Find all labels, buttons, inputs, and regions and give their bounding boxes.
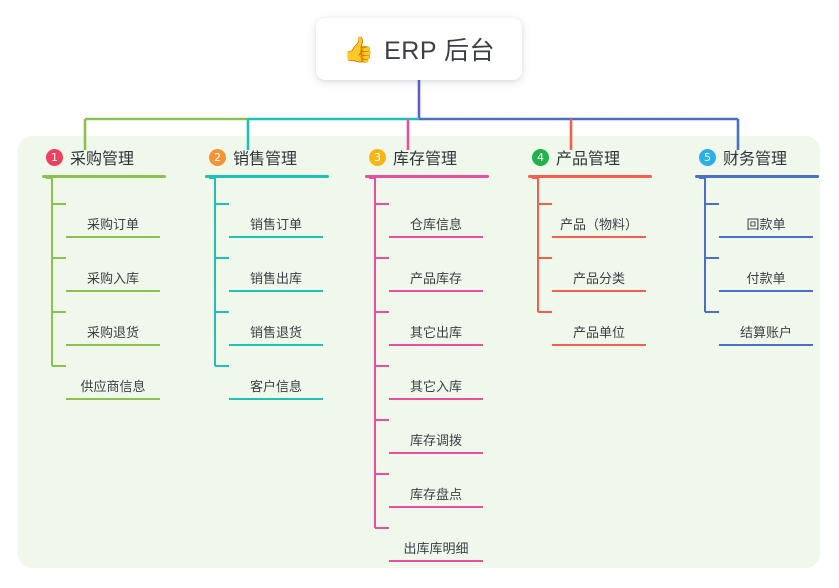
leaf-underline — [229, 398, 323, 400]
branch-title: 采购管理 — [70, 151, 135, 168]
leaf-underline — [229, 290, 323, 292]
leaf-item[interactable]: 其它出库 — [389, 304, 483, 346]
leaf-item[interactable]: 销售订单 — [229, 196, 323, 238]
leaf-underline — [719, 344, 813, 346]
leaf-underline — [66, 290, 160, 292]
leaf-item[interactable]: 产品（物料） — [552, 196, 646, 238]
branch-title: 库存管理 — [393, 151, 458, 168]
branch-header-5[interactable]: 5 财务管理 — [695, 144, 839, 170]
leaf-list: 销售订单销售出库销售退货客户信息 — [205, 178, 365, 400]
leaf-label: 其它出库 — [409, 325, 462, 340]
leaf-item[interactable]: 出库库明细 — [389, 520, 483, 562]
leaf-item[interactable]: 销售退货 — [229, 304, 323, 346]
leaf-label: 其它入库 — [409, 379, 462, 394]
leaf-item[interactable]: 仓库信息 — [389, 196, 483, 238]
leaf-label: 客户信息 — [249, 379, 302, 394]
branch-header-3[interactable]: 3 库存管理 — [365, 144, 525, 170]
branch-number-badge: 4 — [532, 148, 549, 166]
leaf-underline — [389, 560, 483, 562]
branch-title: 财务管理 — [723, 151, 788, 168]
leaf-underline — [389, 506, 483, 508]
leaf-item[interactable]: 其它入库 — [389, 358, 483, 400]
leaf-label: 销售退货 — [249, 325, 302, 340]
branch-number-badge: 1 — [46, 148, 63, 166]
leaf-item[interactable]: 采购退货 — [66, 304, 160, 346]
leaf-label: 供应商信息 — [80, 379, 146, 394]
branch-header-2[interactable]: 2 销售管理 — [205, 144, 365, 170]
leaf-label: 采购退货 — [86, 325, 139, 340]
branch-underline — [205, 175, 329, 178]
leaf-label: 仓库信息 — [409, 217, 462, 232]
leaf-list: 仓库信息产品库存其它出库其它入库库存调拨库存盘点出库库明细 — [365, 178, 525, 562]
branch-number-badge: 3 — [369, 148, 386, 166]
thumbs-up-icon: 👍 — [342, 34, 375, 64]
branch-header-1[interactable]: 1 采购管理 — [42, 144, 202, 170]
leaf-label: 产品单位 — [572, 325, 625, 340]
leaf-underline — [389, 452, 483, 454]
branch-column-3: 3 库存管理仓库信息产品库存其它出库其它入库库存调拨库存盘点出库库明细 — [365, 144, 525, 562]
leaf-item[interactable]: 销售出库 — [229, 250, 323, 292]
leaf-item[interactable]: 供应商信息 — [66, 358, 160, 400]
leaf-underline — [719, 290, 813, 292]
leaf-underline — [389, 344, 483, 346]
leaf-underline — [229, 344, 323, 346]
leaf-label: 付款单 — [746, 271, 786, 286]
leaf-underline — [66, 344, 160, 346]
leaf-underline — [389, 236, 483, 238]
leaf-label: 库存盘点 — [409, 487, 462, 502]
branch-number-badge: 5 — [699, 148, 716, 166]
branch-title: 产品管理 — [556, 151, 621, 168]
branch-underline — [695, 175, 819, 178]
leaf-label: 产品库存 — [409, 271, 462, 286]
branch-header-4[interactable]: 4 产品管理 — [528, 144, 688, 170]
leaf-underline — [66, 236, 160, 238]
branch-column-4: 4 产品管理产品（物料） 产品分类产品单位 — [528, 144, 688, 346]
leaf-item[interactable]: 产品单位 — [552, 304, 646, 346]
leaf-underline — [552, 236, 646, 238]
leaf-underline — [389, 290, 483, 292]
leaf-item[interactable]: 结算账户 — [719, 304, 813, 346]
branch-underline — [365, 175, 489, 178]
leaf-label: 产品（物料） — [559, 217, 638, 232]
branch-column-2: 2 销售管理销售订单销售出库销售退货客户信息 — [205, 144, 365, 400]
leaf-list: 产品（物料） 产品分类产品单位 — [528, 178, 688, 346]
branch-underline — [42, 175, 166, 178]
leaf-label: 库存调拨 — [409, 433, 462, 448]
diagram-panel — [18, 136, 820, 568]
leaf-item[interactable]: 采购订单 — [66, 196, 160, 238]
leaf-item[interactable]: 回款单 — [719, 196, 813, 238]
branch-title: 销售管理 — [233, 151, 298, 168]
branch-number-badge: 2 — [209, 148, 226, 166]
leaf-underline — [389, 398, 483, 400]
leaf-label: 回款单 — [746, 217, 786, 232]
leaf-underline — [229, 236, 323, 238]
branch-column-5: 5 财务管理回款单付款单结算账户 — [695, 144, 839, 346]
leaf-underline — [552, 344, 646, 346]
leaf-underline — [66, 398, 160, 400]
leaf-underline — [552, 290, 646, 292]
leaf-label: 采购入库 — [86, 271, 139, 286]
leaf-item[interactable]: 采购入库 — [66, 250, 160, 292]
leaf-list: 回款单付款单结算账户 — [695, 178, 839, 346]
root-node[interactable]: 👍 ERP 后台 — [316, 18, 522, 80]
leaf-item[interactable]: 付款单 — [719, 250, 813, 292]
leaf-item[interactable]: 客户信息 — [229, 358, 323, 400]
leaf-item[interactable]: 库存调拨 — [389, 412, 483, 454]
root-title: ERP 后台 — [384, 37, 496, 65]
leaf-label: 结算账户 — [739, 325, 792, 340]
leaf-label: 出库库明细 — [403, 541, 469, 556]
leaf-item[interactable]: 产品库存 — [389, 250, 483, 292]
leaf-list: 采购订单采购入库采购退货供应商信息 — [42, 178, 202, 400]
branch-column-1: 1 采购管理采购订单采购入库采购退货供应商信息 — [42, 144, 202, 400]
leaf-label: 销售订单 — [249, 217, 302, 232]
leaf-label: 采购订单 — [86, 217, 139, 232]
leaf-underline — [719, 236, 813, 238]
leaf-item[interactable]: 产品分类 — [552, 250, 646, 292]
leaf-item[interactable]: 库存盘点 — [389, 466, 483, 508]
leaf-label: 销售出库 — [249, 271, 302, 286]
branch-underline — [528, 175, 652, 178]
leaf-label: 产品分类 — [572, 271, 625, 286]
